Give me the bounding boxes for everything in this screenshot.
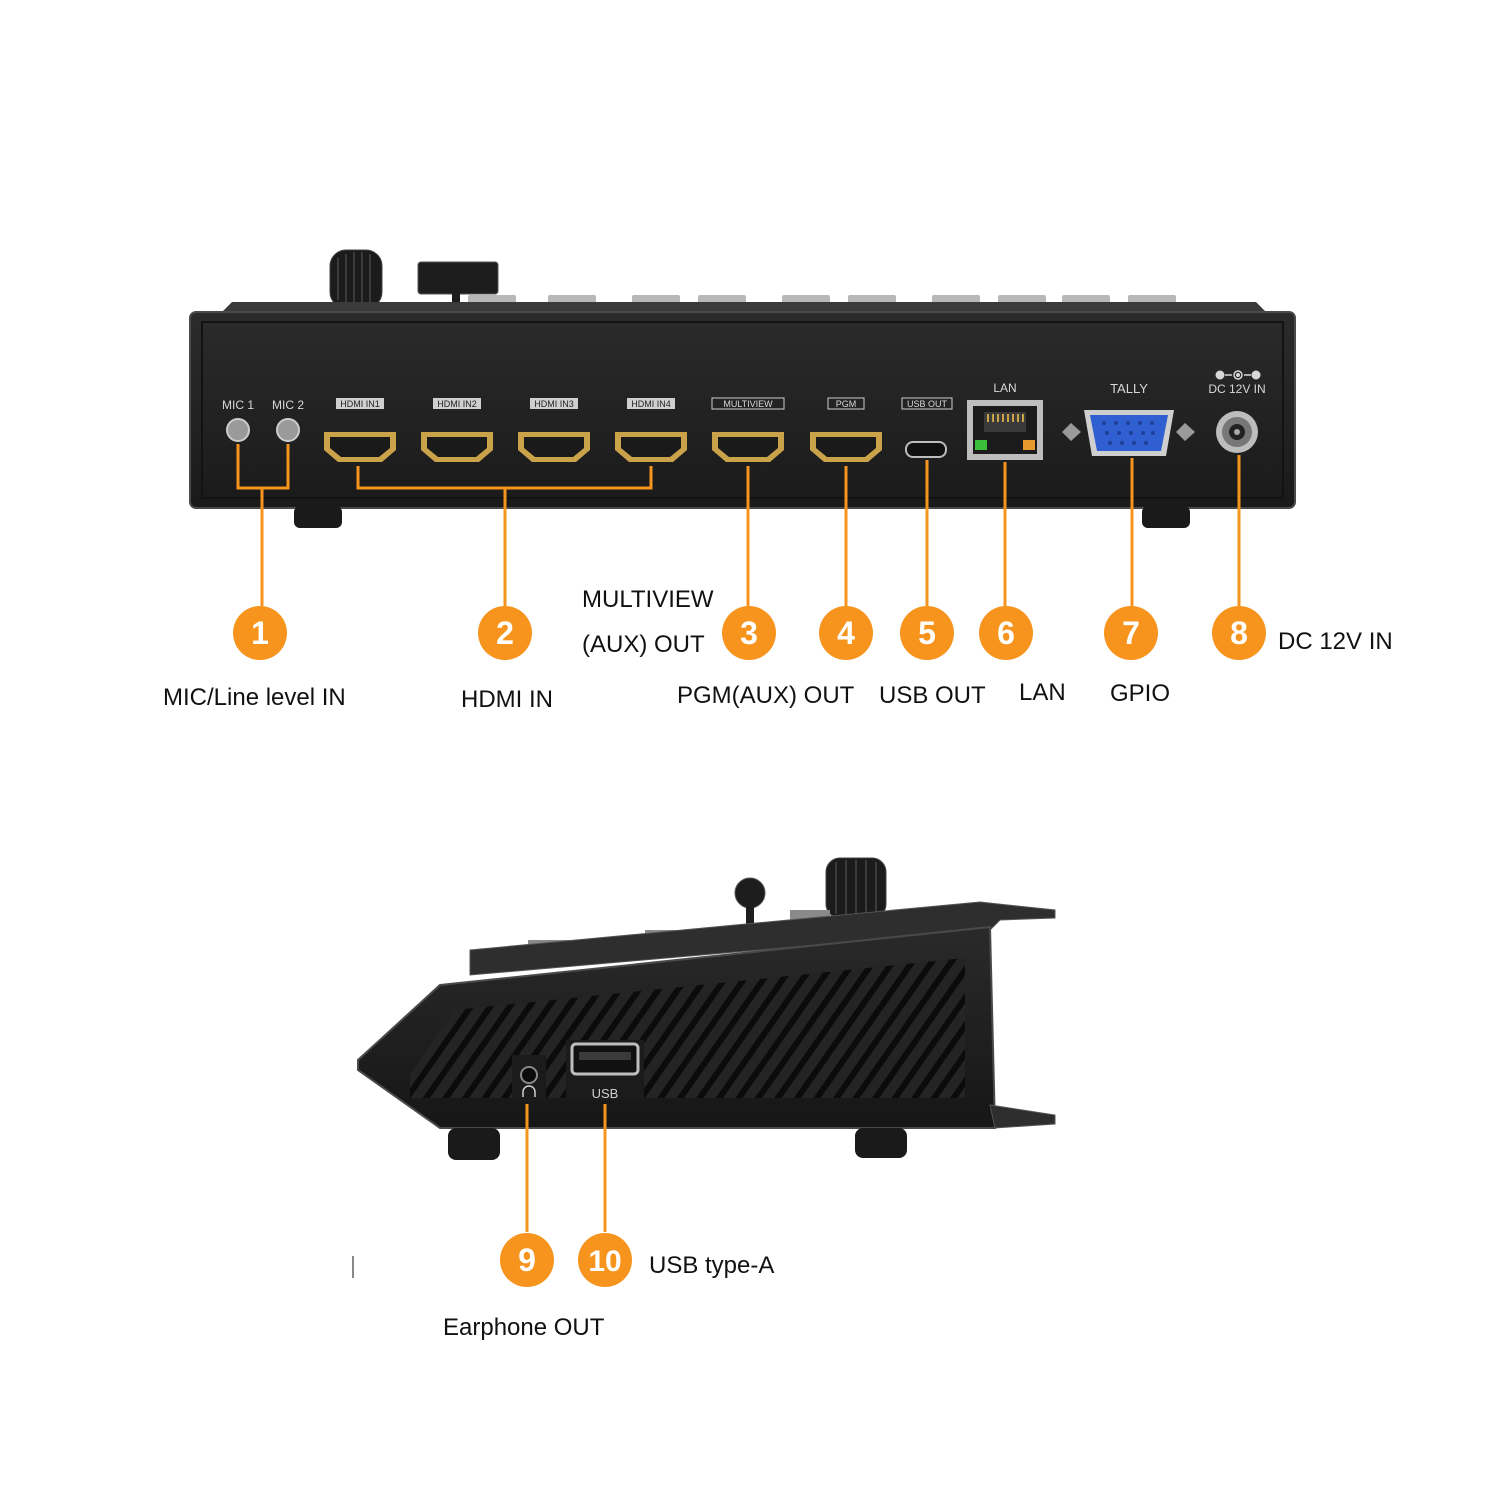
callout-number-2: 2 <box>496 615 514 651</box>
foot <box>1142 506 1190 528</box>
hdmi-in1-port-label: HDMI IN1 <box>340 399 380 409</box>
callout-marker-9: 9 <box>500 1233 554 1287</box>
lan-port-label: LAN <box>993 381 1016 395</box>
multiview-port-label: MULTIVIEW <box>723 399 773 409</box>
hdmi-in3-port-label: HDMI IN3 <box>534 399 574 409</box>
mic2-jack[interactable] <box>276 418 300 442</box>
callout-markers-side: 9 10 <box>500 1233 632 1287</box>
hdmi-in1-port[interactable]: HDMI IN1 <box>324 398 396 462</box>
callout-number-1: 1 <box>251 615 269 651</box>
callout-number-9: 9 <box>518 1242 536 1278</box>
callout-number-10: 10 <box>588 1245 621 1278</box>
callout-markers-rear: 1 2 3 4 5 6 7 8 <box>233 606 1266 660</box>
callout-label-3-line1: MULTIVIEW <box>582 586 714 613</box>
callout-label-1: MIC/Line level IN <box>163 684 346 711</box>
callout-label-9: Earphone OUT <box>443 1314 605 1341</box>
headphone-icon <box>522 1085 536 1097</box>
callout-label-6: LAN <box>1019 679 1066 706</box>
callout-number-3: 3 <box>740 615 758 651</box>
usb-out-port-label: USB OUT <box>907 399 948 409</box>
callout-label-10: USB type-A <box>649 1252 775 1279</box>
top-button-row <box>468 295 1176 304</box>
hdmi-in2-port[interactable]: HDMI IN2 <box>421 398 493 462</box>
t-bar-handle <box>417 261 499 295</box>
callout-leaders-rear <box>236 444 1241 606</box>
callout-marker-8: 8 <box>1212 606 1266 660</box>
callout-label-3-line2: (AUX) OUT <box>582 631 705 658</box>
usb-port-label: USB <box>592 1086 619 1101</box>
callout-marker-4: 4 <box>819 606 873 660</box>
callout-label-7: GPIO <box>1110 680 1171 707</box>
mic2-port-label: MIC 2 <box>272 398 304 412</box>
side-view: USB 9 10 <box>352 857 1056 1287</box>
hdmi-in4-port[interactable]: HDMI IN4 <box>615 398 687 462</box>
callout-marker-6: 6 <box>979 606 1033 660</box>
tally-gpio-port[interactable]: TALLY <box>1062 381 1195 456</box>
callout-number-4: 4 <box>837 615 855 651</box>
callout-label-4: PGM(AUX) OUT <box>677 682 855 709</box>
hdmi-ports: HDMI IN1 HDMI IN2 HDMI IN3 HDMI IN4 <box>324 397 882 462</box>
dc-in-jack[interactable]: DC 12V IN <box>1208 370 1266 453</box>
pgm-port-label: PGM <box>836 399 857 409</box>
t-bar-knob <box>734 877 766 909</box>
callout-marker-10: 10 <box>578 1233 632 1287</box>
callout-marker-7: 7 <box>1104 606 1158 660</box>
callout-marker-5: 5 <box>900 606 954 660</box>
callout-marker-1: 1 <box>233 606 287 660</box>
dc-in-port-label: DC 12V IN <box>1208 382 1265 396</box>
foot <box>294 506 342 528</box>
callout-number-8: 8 <box>1230 615 1248 651</box>
vent-grille <box>410 958 965 1098</box>
callout-marker-3: 3 <box>722 606 776 660</box>
callout-leaders-side <box>525 1104 607 1232</box>
rear-view: MIC 1 MIC 2 HDMI IN1 HDMI IN2 HDMI IN3 <box>189 249 1296 660</box>
foot <box>448 1128 500 1160</box>
mic1-port-label: MIC 1 <box>222 398 254 412</box>
multiview-out-port[interactable]: MULTIVIEW <box>711 397 785 462</box>
lan-port[interactable]: LAN <box>967 381 1043 460</box>
mic1-jack[interactable] <box>226 418 250 442</box>
callout-label-8: DC 12V IN <box>1278 628 1393 655</box>
polarity-icon <box>1215 370 1261 380</box>
callout-number-5: 5 <box>918 615 936 651</box>
hdmi-in2-port-label: HDMI IN2 <box>437 399 477 409</box>
pgm-out-port[interactable]: PGM <box>810 397 882 462</box>
callout-label-2: HDMI IN <box>461 686 553 713</box>
hdmi-in4-port-label: HDMI IN4 <box>631 399 671 409</box>
usb-type-a-port[interactable]: USB <box>566 1040 644 1101</box>
callout-number-6: 6 <box>997 615 1015 651</box>
callout-number-7: 7 <box>1122 615 1140 651</box>
callout-marker-2: 2 <box>478 606 532 660</box>
foot <box>855 1128 907 1158</box>
earphone-jack[interactable] <box>512 1055 546 1101</box>
usb-out-port[interactable]: USB OUT <box>901 397 953 458</box>
callout-label-5: USB OUT <box>879 682 986 709</box>
hdmi-in3-port[interactable]: HDMI IN3 <box>518 398 590 462</box>
tally-port-label: TALLY <box>1110 381 1148 396</box>
